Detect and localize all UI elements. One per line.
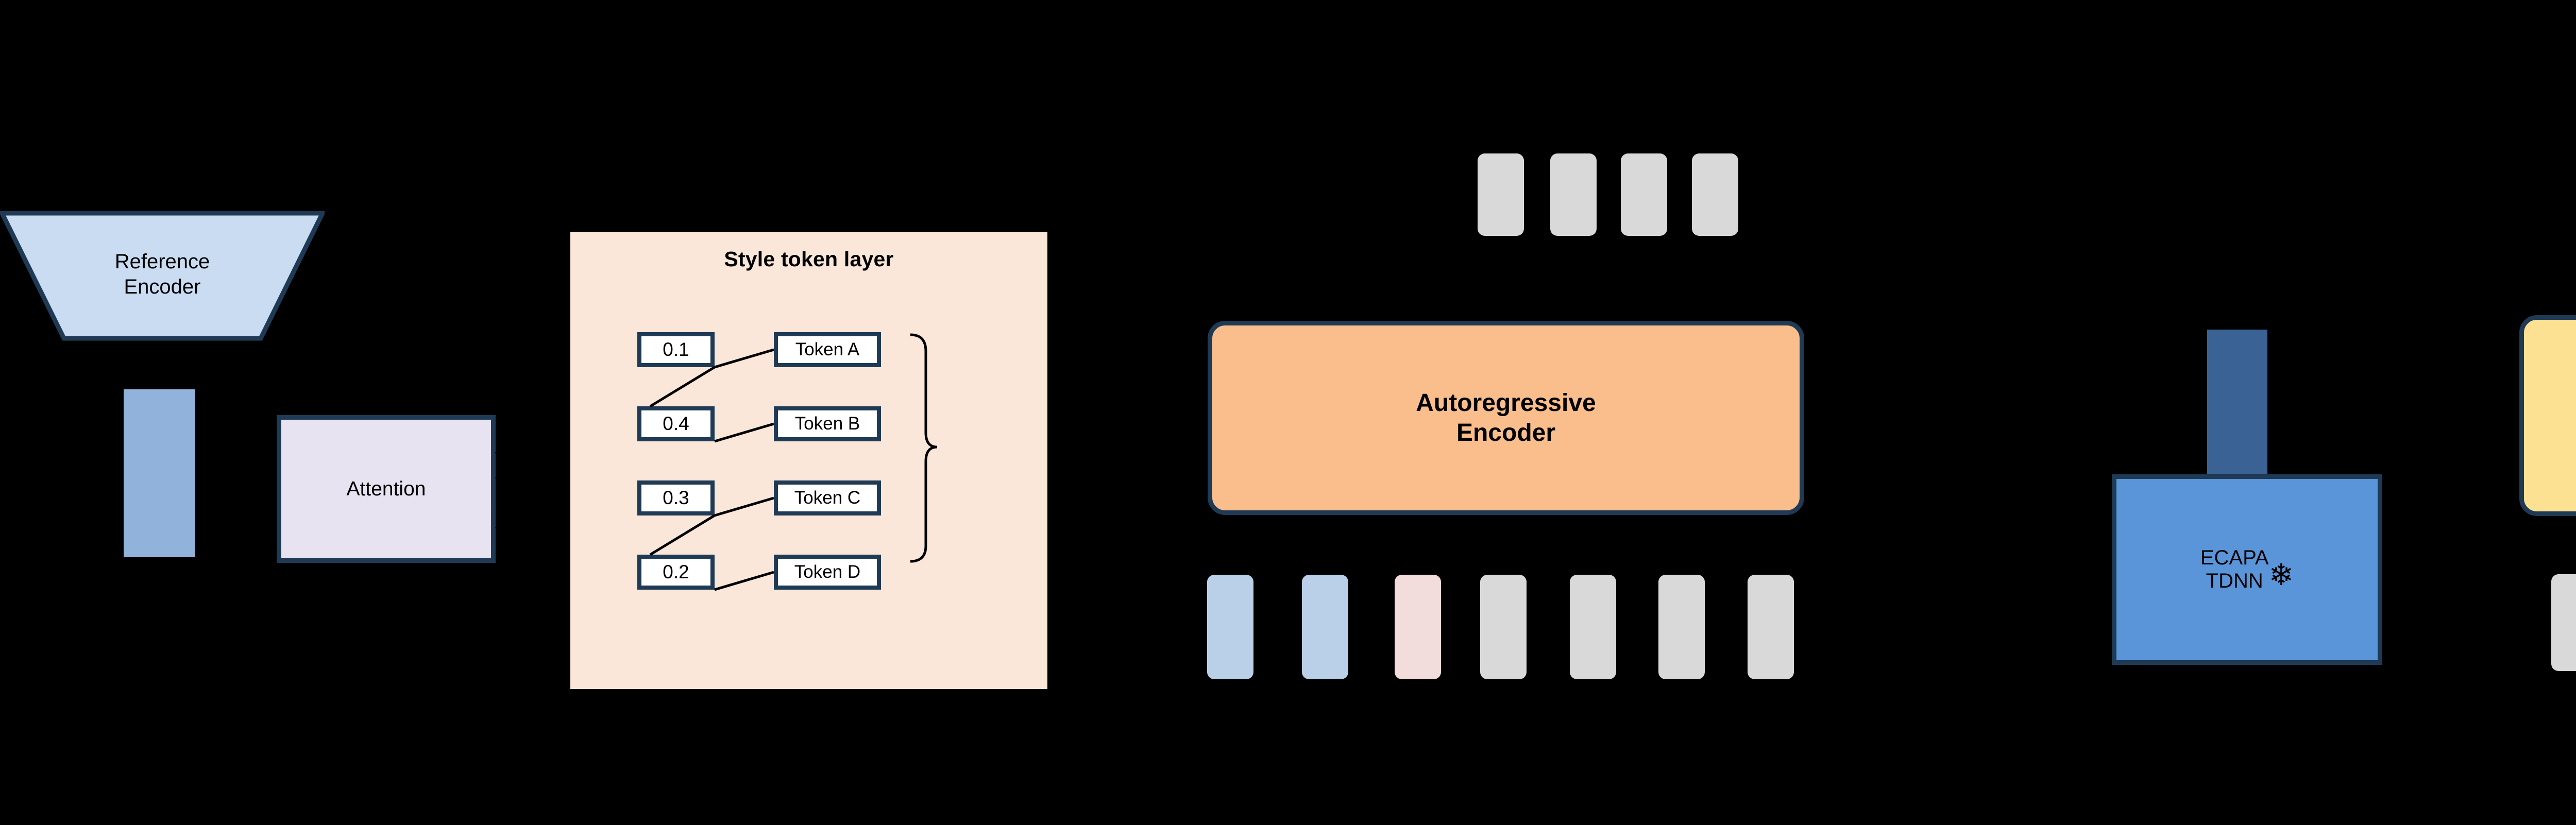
ar-output-chip-1 [1550,153,1597,236]
reference-embedding-bar [124,389,195,557]
flow-matching-decoder-block[interactable]: Flow-matching Decoder [2519,315,2576,516]
ecapa-tdnn-label-line1: ECAPA [2200,546,2269,570]
style-token-layer-panel: Style token layer 0.1 0.4 0.3 0.2 Token … [570,232,1047,689]
ecapa-tdnn-box[interactable]: ECAPA TDNN ❄ [2112,474,2382,665]
weight-box-1[interactable]: 0.4 [637,406,715,441]
style-token-layer-title: Style token layer [724,247,894,271]
snowflake-icon: ❄ [2268,558,2294,592]
ar-input-chip-3 [1480,575,1527,679]
ar-input-chip-2 [1395,575,1441,679]
token-box-2[interactable]: Token C [774,480,881,515]
weight-box-0[interactable]: 0.1 [637,332,715,367]
token-box-1[interactable]: Token B [774,406,881,441]
autoregressive-encoder-block[interactable]: Autoregressive Encoder [1208,321,1804,515]
ar-input-chip-6 [1748,575,1794,679]
ar-input-chip-5 [1658,575,1705,679]
ar-input-chip-1 [1302,575,1348,679]
token-box-3[interactable]: Token D [774,555,881,590]
reference-encoder-label-line2: Encoder [124,275,201,298]
fm-output-chip-0 [2551,574,2576,671]
reference-encoder-trapezoid [0,211,325,341]
ar-input-chip-4 [1570,575,1616,679]
reference-encoder-shape[interactable]: Reference Encoder [0,210,325,341]
ar-output-chip-2 [1621,153,1667,236]
weight-box-2[interactable]: 0.3 [637,480,715,515]
attention-label: Attention [346,477,426,500]
ar-output-chip-3 [1692,153,1738,236]
weight-box-3[interactable]: 0.2 [637,555,715,590]
ar-output-chip-0 [1478,153,1524,236]
reference-encoder-label-line1: Reference [114,250,210,273]
weight-token-connectors [649,348,774,591]
ecapa-tdnn-label-line2: TDNN [2206,570,2263,592]
token-box-0[interactable]: Token A [774,332,881,367]
speaker-embedding-bar [2207,330,2267,474]
autoregressive-encoder-label-line1: Autoregressive [1416,389,1596,417]
autoregressive-encoder-label-line2: Encoder [1456,419,1556,446]
ar-input-chip-0 [1207,575,1253,679]
style-token-brace [910,333,938,563]
attention-box[interactable]: Attention [277,415,496,563]
